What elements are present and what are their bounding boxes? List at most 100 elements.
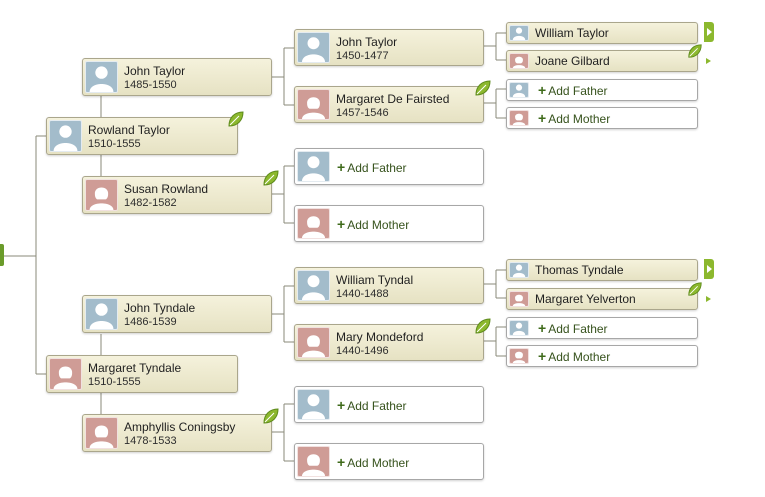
add-father-button[interactable]: +Add Father	[538, 320, 608, 336]
female-silhouette-icon	[49, 358, 82, 390]
add-father-button[interactable]: +Add Father	[538, 82, 608, 98]
person-card-william-taylor[interactable]: William Taylor	[506, 22, 698, 44]
female-silhouette-icon	[297, 446, 330, 477]
female-silhouette-icon	[85, 179, 118, 211]
female-silhouette-icon	[509, 53, 529, 69]
add-mother-label: Add Mother	[347, 455, 410, 470]
add-mother-card[interactable]: +Add Mother	[506, 107, 698, 129]
person-name: William Taylor	[535, 26, 609, 40]
add-father-card[interactable]: +Add Father	[294, 386, 484, 423]
leaf-icon[interactable]	[262, 169, 280, 187]
expand-arrow-icon[interactable]	[704, 259, 714, 279]
expand-arrow-icon[interactable]	[706, 58, 711, 64]
female-silhouette-icon	[509, 348, 529, 364]
male-silhouette-icon	[85, 61, 118, 93]
person-name: Rowland Taylor	[88, 123, 170, 137]
add-mother-label: Add Mother	[548, 350, 611, 364]
person-name: John Tyndale	[124, 301, 196, 315]
female-silhouette-icon	[509, 291, 529, 307]
person-card-joane-gilbard[interactable]: Joane Gilbard	[506, 50, 698, 72]
add-mother-card[interactable]: +Add Mother	[506, 345, 698, 367]
person-dates: 1478-1533	[124, 435, 177, 447]
person-dates: 1485-1550	[124, 79, 177, 91]
person-dates: 1510-1555	[88, 138, 141, 150]
person-card-margaret-tyndale[interactable]: Margaret Tyndale 1510-1555	[46, 355, 238, 393]
person-dates: 1457-1546	[336, 107, 389, 119]
add-father-label: Add Father	[347, 160, 407, 175]
leaf-icon[interactable]	[474, 79, 492, 97]
female-silhouette-icon	[297, 89, 330, 120]
person-name: Margaret Yelverton	[535, 292, 636, 306]
add-father-card[interactable]: +Add Father	[294, 148, 484, 185]
male-silhouette-icon	[297, 32, 330, 63]
male-silhouette-icon	[297, 389, 330, 420]
add-mother-button[interactable]: +Add Mother	[538, 110, 610, 126]
plus-icon: +	[337, 215, 346, 232]
leaf-icon[interactable]	[262, 407, 280, 425]
plus-icon: +	[538, 110, 547, 126]
person-card-margaret-yelverton[interactable]: Margaret Yelverton	[506, 288, 698, 310]
add-father-label: Add Father	[347, 398, 407, 413]
person-card-rowland-taylor[interactable]: Rowland Taylor 1510-1555	[46, 117, 238, 155]
person-name: William Tyndal	[336, 273, 414, 287]
person-dates: 1510-1555	[88, 376, 141, 388]
male-silhouette-icon	[509, 25, 529, 41]
female-silhouette-icon	[85, 417, 118, 449]
leaf-icon[interactable]	[227, 110, 245, 128]
person-name: John Taylor	[124, 64, 186, 78]
person-dates: 1440-1496	[336, 345, 389, 357]
add-mother-card[interactable]: +Add Mother	[294, 205, 484, 242]
add-father-label: Add Father	[548, 84, 608, 98]
expand-arrow-icon[interactable]	[704, 22, 714, 42]
female-silhouette-icon	[297, 327, 330, 358]
add-father-card[interactable]: +Add Father	[506, 79, 698, 101]
leaf-icon[interactable]	[687, 43, 703, 59]
person-dates: 1440-1488	[336, 288, 389, 300]
person-name: Margaret De Fairsted	[336, 92, 450, 106]
person-name: Amphyllis Coningsby	[124, 420, 236, 434]
person-card-amphyllis-coningsby[interactable]: Amphyllis Coningsby 1478-1533	[82, 414, 272, 452]
leaf-icon[interactable]	[687, 281, 703, 297]
plus-icon: +	[337, 396, 346, 413]
male-silhouette-icon	[49, 120, 82, 152]
male-silhouette-icon	[509, 262, 529, 278]
person-card-susan-rowland[interactable]: Susan Rowland 1482-1582	[82, 176, 272, 214]
add-father-card[interactable]: +Add Father	[506, 317, 698, 339]
plus-icon: +	[538, 82, 547, 98]
male-silhouette-icon	[297, 270, 330, 301]
add-mother-label: Add Mother	[548, 112, 611, 126]
plus-icon: +	[337, 158, 346, 175]
male-silhouette-icon	[297, 151, 330, 182]
person-card-john-tyndale[interactable]: John Tyndale 1486-1539	[82, 295, 272, 333]
add-father-label: Add Father	[548, 322, 608, 336]
person-card-william-tyndal[interactable]: William Tyndal 1440-1488	[294, 267, 484, 304]
person-name: John Taylor	[336, 35, 398, 49]
add-mother-label: Add Mother	[347, 217, 410, 232]
person-card-margaret-de-fairsted[interactable]: Margaret De Fairsted 1457-1546	[294, 86, 484, 123]
person-dates: 1486-1539	[124, 316, 177, 328]
female-silhouette-icon	[509, 110, 529, 126]
expand-descendants-handle[interactable]	[0, 244, 4, 266]
person-name: Mary Mondeford	[336, 330, 424, 344]
add-father-button[interactable]: +Add Father	[337, 159, 407, 175]
add-mother-card[interactable]: +Add Mother	[294, 443, 484, 480]
person-card-john-taylor-sr[interactable]: John Taylor 1450-1477	[294, 29, 484, 66]
expand-arrow-icon[interactable]	[706, 296, 711, 302]
person-card-mary-mondeford[interactable]: Mary Mondeford 1440-1496	[294, 324, 484, 361]
person-card-john-taylor[interactable]: John Taylor 1485-1550	[82, 58, 272, 96]
plus-icon: +	[538, 320, 547, 336]
female-silhouette-icon	[297, 208, 330, 239]
add-mother-button[interactable]: +Add Mother	[337, 216, 409, 232]
person-card-thomas-tyndale[interactable]: Thomas Tyndale	[506, 259, 698, 281]
male-silhouette-icon	[509, 320, 529, 336]
add-mother-button[interactable]: +Add Mother	[337, 454, 409, 470]
plus-icon: +	[538, 348, 547, 364]
person-dates: 1482-1582	[124, 197, 177, 209]
plus-icon: +	[337, 453, 346, 470]
add-mother-button[interactable]: +Add Mother	[538, 348, 610, 364]
person-name: Thomas Tyndale	[535, 263, 624, 277]
person-name: Susan Rowland	[124, 182, 209, 196]
add-father-button[interactable]: +Add Father	[337, 397, 407, 413]
person-name: Joane Gilbard	[535, 54, 610, 68]
leaf-icon[interactable]	[474, 317, 492, 335]
